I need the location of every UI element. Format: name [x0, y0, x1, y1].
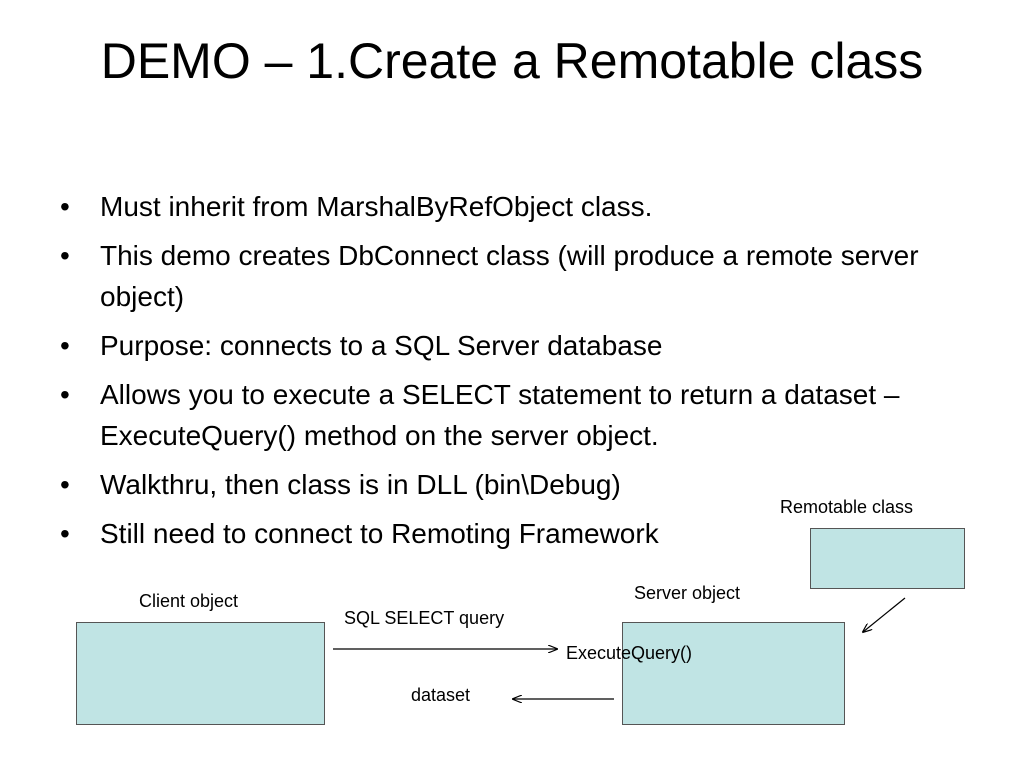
- bullet-item: • Must inherit from MarshalByRefObject c…: [60, 186, 960, 227]
- bullet-item: • Allows you to execute a SELECT stateme…: [60, 374, 960, 456]
- sql-query-label: SQL SELECT query: [344, 608, 505, 628]
- bullet-text: Walkthru, then class is in DLL (bin\Debu…: [100, 469, 621, 500]
- bullet-text: Purpose: connects to a SQL Server databa…: [100, 330, 663, 361]
- bullet-marker: •: [60, 469, 70, 500]
- bullet-text: Must inherit from MarshalByRefObject cla…: [100, 191, 653, 222]
- remotable-class-label: Remotable class: [780, 497, 914, 517]
- bullet-item: • Purpose: connects to a SQL Server data…: [60, 325, 960, 366]
- bullet-text: This demo creates DbConnect class (will …: [100, 240, 919, 312]
- slide-title: DEMO – 1.Create a Remotable class: [100, 33, 924, 89]
- client-object-label: Client object: [139, 591, 239, 611]
- bullet-item: • Still need to connect to Remoting Fram…: [60, 513, 960, 554]
- bullet-marker: •: [60, 518, 70, 549]
- bullet-text: Allows you to execute a SELECT statement…: [100, 379, 900, 451]
- client-object-box: [76, 622, 325, 725]
- bullet-item: • Walkthru, then class is in DLL (bin\De…: [60, 464, 960, 505]
- bullet-item: • This demo creates DbConnect class (wil…: [60, 235, 960, 317]
- bullet-marker: •: [60, 191, 70, 222]
- bullet-marker: •: [60, 240, 70, 271]
- bullet-list: • Must inherit from MarshalByRefObject c…: [60, 186, 960, 562]
- remotable-class-box: [810, 528, 965, 589]
- execute-query-label: ExecuteQuery(): [566, 643, 693, 663]
- dataset-label: dataset: [411, 685, 471, 705]
- bullet-marker: •: [60, 379, 70, 410]
- bullet-text: Still need to connect to Remoting Framew…: [100, 518, 659, 549]
- remotable-to-server-arrow: [863, 597, 906, 632]
- server-object-box: [622, 622, 845, 725]
- bullet-marker: •: [60, 330, 70, 361]
- server-object-label: Server object: [634, 583, 741, 603]
